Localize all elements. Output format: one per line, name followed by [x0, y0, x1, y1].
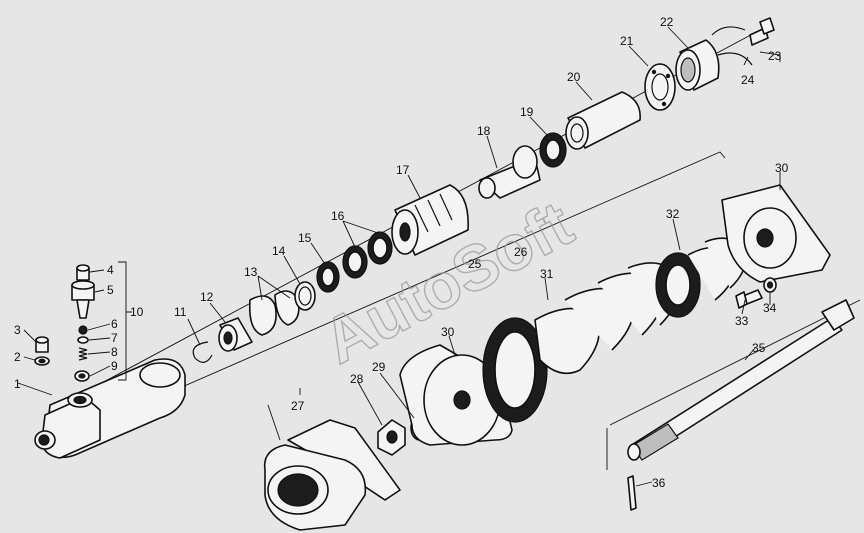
part-4-cap	[76, 264, 90, 281]
callout-17: 17	[396, 163, 410, 177]
callout-4: 4	[107, 263, 114, 277]
part-28-nut	[377, 419, 406, 456]
part-3-plug	[35, 336, 49, 353]
callout-20: 20	[567, 70, 581, 84]
callout-36: 36	[652, 476, 666, 490]
part-12-bearing	[218, 317, 253, 352]
callout-28: 28	[350, 372, 364, 386]
callout-5: 5	[107, 283, 114, 297]
part-34-washer	[763, 277, 777, 293]
part-24-lock-plate	[711, 26, 753, 66]
callout-29: 29	[372, 360, 386, 374]
leader-lines	[17, 26, 781, 487]
callout-19: 19	[520, 105, 534, 119]
part-2-washer	[34, 356, 50, 366]
part-16-seals	[342, 231, 393, 279]
callout-31: 31	[540, 267, 554, 281]
part-5-valve-body	[71, 280, 95, 319]
part-33-bolt	[735, 289, 763, 309]
part-20-rod	[565, 91, 641, 150]
callout-3: 3	[14, 323, 21, 337]
part-14-ring	[294, 281, 316, 311]
callout-labels: 1 2 3 4 5 6 7 8 9 10 11 12 13 14 15 16 1…	[14, 15, 789, 490]
part-21-bushing	[644, 63, 676, 111]
part-22-cap	[675, 39, 720, 91]
part-18-rod-end	[478, 145, 541, 199]
part-8-spring	[78, 347, 88, 361]
callout-13: 13	[244, 265, 258, 279]
part-19-seal	[539, 132, 567, 168]
part-27-bracket	[263, 419, 401, 531]
part-15-seal	[316, 261, 340, 293]
callout-26: 26	[514, 245, 528, 259]
callout-32: 32	[666, 207, 680, 221]
part-17-piston	[391, 184, 469, 256]
part-11-snap-ring	[192, 341, 213, 363]
callout-2: 2	[14, 350, 21, 364]
callout-7: 7	[111, 331, 118, 345]
part-23-bolt	[749, 17, 775, 46]
callout-15: 15	[298, 231, 312, 245]
part-35-tie-rod	[627, 299, 855, 461]
part-36-pin	[627, 475, 637, 511]
callout-24: 24	[741, 73, 755, 87]
callout-8: 8	[111, 345, 118, 359]
callout-35: 35	[752, 341, 766, 355]
callout-30-upper: 30	[775, 161, 789, 175]
part-9-nut	[74, 370, 90, 382]
callout-9: 9	[111, 359, 118, 373]
callout-33: 33	[735, 314, 749, 328]
part-7-seat	[77, 336, 89, 344]
callout-23: 23	[768, 49, 782, 63]
callout-34: 34	[763, 301, 777, 315]
callout-21: 21	[620, 34, 634, 48]
callout-30-lower: 30	[441, 325, 455, 339]
part-13-gasket	[248, 290, 300, 336]
callout-25: 25	[468, 257, 482, 271]
callout-11: 11	[174, 305, 187, 319]
callout-6: 6	[111, 317, 118, 331]
callout-18: 18	[477, 124, 491, 138]
part-1-housing	[34, 358, 186, 459]
callout-22: 22	[660, 15, 674, 29]
callout-12: 12	[200, 290, 214, 304]
callout-16: 16	[331, 209, 345, 223]
callout-27: 27	[291, 399, 305, 413]
callout-1: 1	[14, 377, 21, 391]
part-30-upper-spring-seat	[721, 184, 831, 283]
callout-10: 10	[130, 305, 144, 319]
part-6-ball	[78, 325, 88, 335]
part-30-lower-spring-seat	[399, 344, 513, 446]
callout-14: 14	[272, 244, 286, 258]
